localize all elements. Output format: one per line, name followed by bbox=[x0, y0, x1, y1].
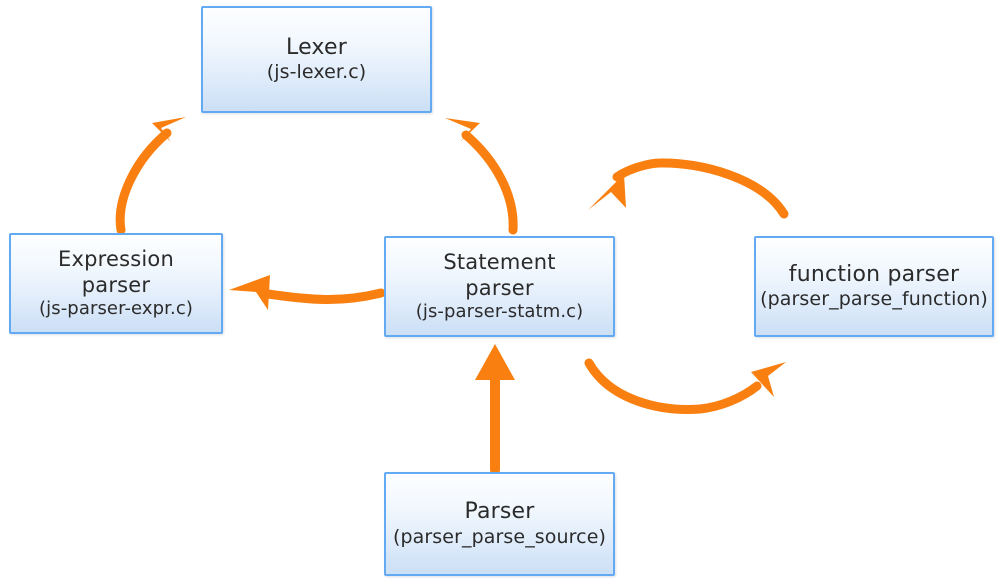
edge-function-to-statement bbox=[588, 158, 789, 219]
node-expression-parser-subtitle: (js-parser-expr.c) bbox=[39, 298, 193, 320]
node-parser[interactable]: Parser (parser_parse_source) bbox=[384, 472, 615, 576]
node-parser-subtitle: (parser_parse_source) bbox=[392, 525, 607, 548]
edge-statement-to-function bbox=[584, 358, 786, 414]
node-expression-parser-title: Expression bbox=[58, 246, 174, 271]
node-function-parser[interactable]: function parser (parser_parse_function) bbox=[754, 236, 994, 337]
node-lexer[interactable]: Lexer (js-lexer.c) bbox=[201, 6, 432, 113]
edge-statement-to-lexer bbox=[445, 118, 518, 235]
node-statement-parser-subtitle: (js-parser-statm.c) bbox=[415, 301, 584, 323]
node-expression-parser-title-line2: parser bbox=[81, 272, 151, 297]
node-function-parser-title: function parser bbox=[788, 261, 960, 287]
node-lexer-title: Lexer bbox=[286, 34, 347, 60]
node-statement-parser-title-line2: parser bbox=[465, 275, 534, 300]
edge-statement-to-expression bbox=[229, 275, 386, 310]
node-lexer-subtitle: (js-lexer.c) bbox=[266, 61, 367, 84]
node-parser-title: Parser bbox=[464, 499, 535, 524]
node-statement-parser-title: Statement bbox=[443, 249, 556, 274]
edge-parser-to-statement bbox=[475, 344, 515, 475]
node-statement-parser[interactable]: Statement parser (js-parser-statm.c) bbox=[384, 236, 615, 337]
node-function-parser-subtitle: (parser_parse_function) bbox=[760, 288, 988, 311]
edge-expression-to-lexer bbox=[115, 117, 186, 235]
node-expression-parser[interactable]: Expression parser (js-parser-expr.c) bbox=[9, 233, 223, 334]
